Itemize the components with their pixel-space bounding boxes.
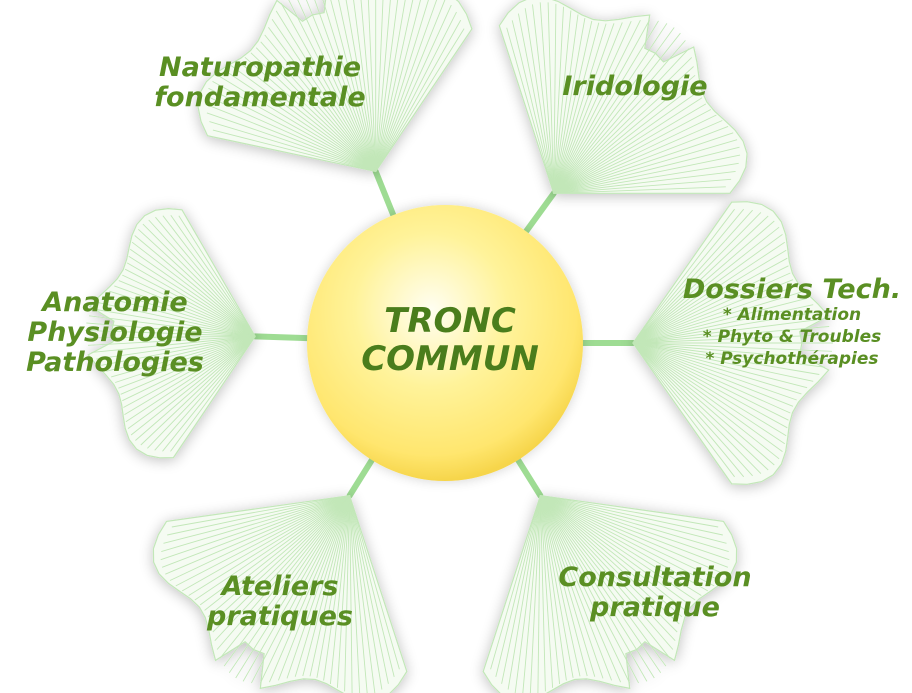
label-consultation-pratique: Consultation pratique [535, 563, 775, 623]
label-title: Dossiers Tech. [672, 275, 912, 305]
label-line: Pathologies [0, 348, 230, 378]
label-sub-item: * Phyto & Troubles [672, 327, 912, 349]
label-sub-item: * Psychothérapies [672, 349, 912, 371]
label-naturopathie-fondamentale: Naturopathie fondamentale [120, 53, 400, 113]
label-line: fondamentale [120, 83, 400, 113]
label-line: Anatomie [0, 288, 230, 318]
label-ateliers-pratiques: Ateliers pratiques [180, 572, 380, 632]
label-line: pratique [535, 593, 775, 623]
center-label-line: TRONC [310, 302, 590, 340]
label-line: Physiologie [0, 318, 230, 348]
label-dossiers-tech: Dossiers Tech. * Alimentation * Phyto & … [672, 275, 912, 370]
label-line: Ateliers [180, 572, 380, 602]
label-line: Iridologie [530, 72, 740, 102]
label-line: pratiques [180, 602, 380, 632]
label-iridologie: Iridologie [530, 72, 740, 102]
leaf-stem-anatomie [255, 336, 307, 338]
center-label-line: COMMUN [310, 340, 590, 378]
center-label: TRONC COMMUN [310, 302, 590, 378]
label-line: Naturopathie [120, 53, 400, 83]
label-anatomie-physiologie-pathologies: Anatomie Physiologie Pathologies [0, 288, 230, 379]
label-line: Consultation [535, 563, 775, 593]
label-sub-item: * Alimentation [672, 305, 912, 327]
